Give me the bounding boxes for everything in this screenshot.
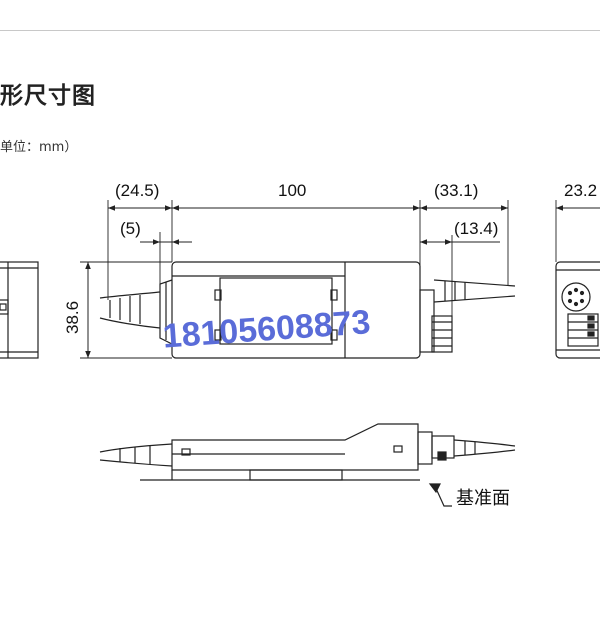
- dim-main-length: 100: [278, 181, 306, 200]
- bottom-side-view: [99, 423, 516, 481]
- dimension-lines: [85, 205, 600, 358]
- phone-watermark: 18105608873: [161, 303, 371, 355]
- dim-left-inner: (5): [120, 219, 141, 238]
- dim-side-width: 23.2: [564, 181, 597, 200]
- dim-right-inner: (13.4): [454, 219, 498, 238]
- unit-note: 单位：mm）: [0, 140, 78, 155]
- top-rule: [0, 30, 600, 31]
- reference-surface-label: 基准面: [456, 488, 510, 509]
- reference-arrow: [428, 483, 452, 507]
- section-heading: 形尺寸图: [0, 83, 96, 109]
- left-end-view: [0, 261, 39, 359]
- right-side-view: [555, 261, 600, 359]
- front-view: [99, 261, 516, 359]
- dim-height: 38.6: [63, 301, 82, 334]
- dim-left-overall: (24.5): [115, 181, 159, 200]
- dim-right-overall: (33.1): [434, 181, 478, 200]
